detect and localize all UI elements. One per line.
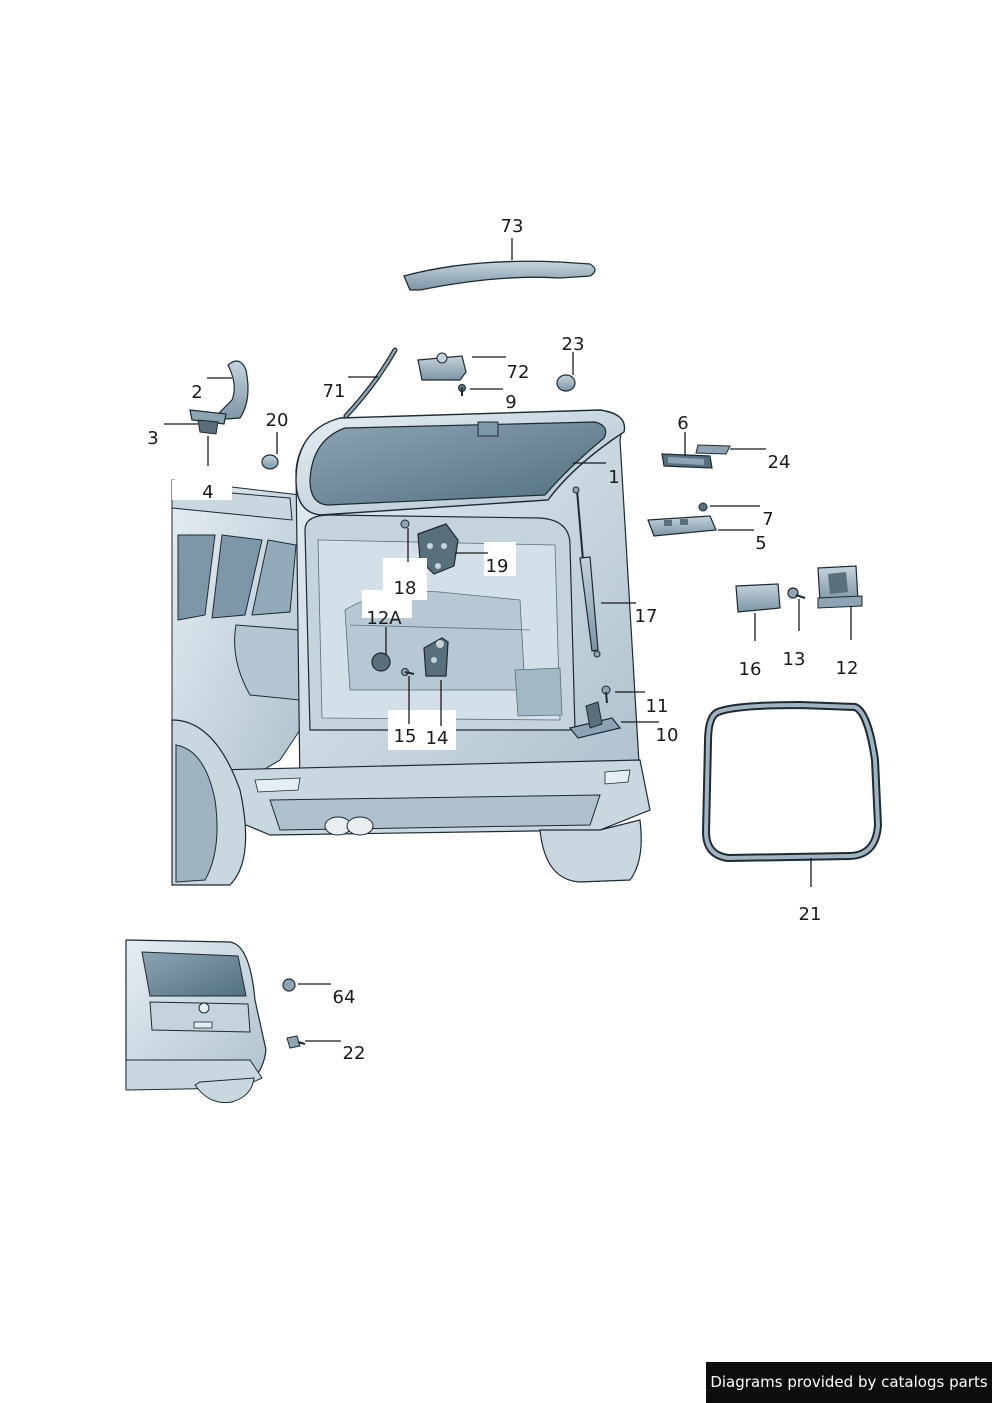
callout-24: 24: [768, 452, 791, 473]
bolt-part: [400, 519, 410, 529]
striker-plate-part: [568, 701, 622, 739]
callout-19: 19: [486, 556, 509, 577]
callout-12: 12: [836, 658, 859, 679]
callout-71: 71: [323, 381, 346, 402]
callout-20: 20: [266, 410, 289, 431]
callout-72: 72: [507, 362, 530, 383]
credit-banner: Diagrams provided by catalogs parts: [706, 1362, 992, 1403]
screw-part: [787, 587, 806, 599]
callout-7: 7: [762, 509, 773, 530]
cap-part: [735, 583, 781, 613]
screw-part: [401, 668, 415, 676]
callout-1: 1: [608, 467, 619, 488]
handle-bracket-part: [647, 515, 717, 537]
hinge-part: [189, 360, 249, 435]
vehicle-rear-illustration: [171, 414, 651, 886]
callout-73: 73: [501, 216, 524, 237]
striker-part: [423, 637, 449, 677]
callout-11: 11: [646, 696, 669, 717]
callout-13: 13: [783, 649, 806, 670]
vehicle-rear-detail-illustration: [125, 939, 267, 1104]
grommet-part: [556, 374, 576, 392]
callout-14: 14: [426, 728, 449, 749]
door-seal-part: [701, 700, 883, 863]
screw-part: [458, 384, 466, 396]
callout-22: 22: [343, 1043, 366, 1064]
callout-23: 23: [562, 334, 585, 355]
cover-plate-part: [695, 444, 731, 455]
callout-17: 17: [635, 606, 658, 627]
clip-part: [261, 454, 279, 470]
brake-light-part: [417, 352, 467, 381]
buffer-part: [371, 652, 391, 672]
bracket-part: [817, 565, 863, 609]
callout-10: 10: [656, 725, 679, 746]
callout-9: 9: [505, 392, 516, 413]
callout-16: 16: [739, 659, 762, 680]
callout-2: 2: [191, 382, 202, 403]
callout-3: 3: [147, 428, 158, 449]
cap-part: [282, 978, 296, 992]
callout-12A: 12A: [366, 608, 402, 629]
callout-18: 18: [394, 578, 417, 599]
handle-part: [661, 453, 713, 469]
nut-part: [698, 502, 708, 512]
screw-part: [601, 685, 611, 704]
callout-6: 6: [677, 413, 688, 434]
callout-5: 5: [755, 533, 766, 554]
tailgate-part: [295, 409, 626, 516]
screw-part: [286, 1035, 306, 1049]
callout-labels: 73 72 23 9 2 71 3 20 6 24 1 4 7 5 18 19 …: [147, 216, 858, 1064]
rear-spoiler-part: [403, 260, 596, 291]
leader-lines: [164, 238, 852, 1042]
callout-15: 15: [394, 726, 417, 747]
gas-strut-part: [572, 486, 601, 658]
callout-64: 64: [333, 987, 356, 1008]
callout-4: 4: [202, 482, 213, 503]
callout-21: 21: [799, 904, 822, 925]
